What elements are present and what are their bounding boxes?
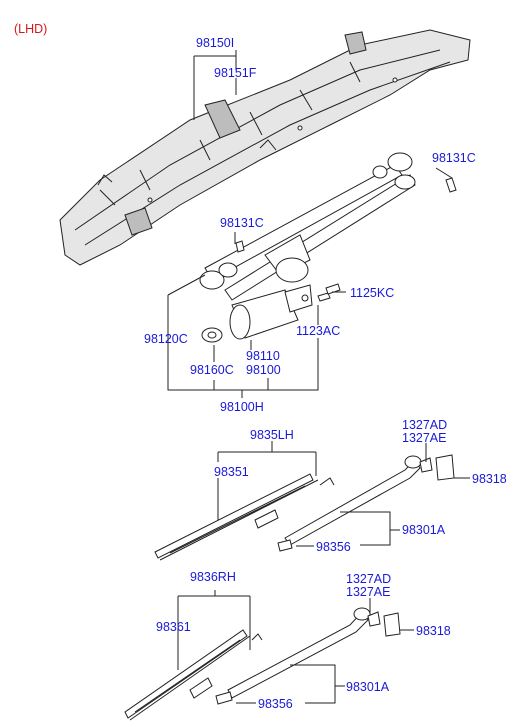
leader-lines-top: [167, 50, 453, 398]
part-label-98356-right: 98356: [258, 697, 293, 711]
part-label-98100h: 98100H: [220, 400, 264, 414]
part-label-9836rh: 9836RH: [190, 570, 236, 584]
part-label-98110: 98110: [246, 349, 280, 363]
part-label-98131c-right: 98131C: [432, 151, 476, 165]
part-label-1123ac: 1123AC: [296, 324, 341, 338]
cowl-cover-panel: [59, 29, 471, 266]
part-label-98120c: 98120C: [144, 332, 188, 346]
part-label-98318-left: 98318: [472, 472, 507, 486]
part-label-98318-right: 98318: [416, 624, 451, 638]
part-label-1125kc: 1125KC: [350, 286, 395, 300]
arm-98301a-left: [277, 454, 455, 552]
leader-lines-left: [217, 441, 470, 547]
part-label-1327ad-left: 1327AD: [402, 418, 448, 432]
part-label-9835lh: 9835LH: [250, 428, 294, 442]
wiper-linkage: [199, 152, 416, 301]
part-label-98361: 98361: [156, 620, 191, 634]
part-label-98150i: 98150I: [196, 36, 235, 50]
part-label-98160c: 98160C: [190, 363, 234, 377]
blade-9835lh: [154, 473, 335, 561]
grommet-98160c: [201, 327, 223, 343]
part-label-98301a-left: 98301A: [402, 523, 446, 537]
part-label-1327ae-right: 1327AE: [346, 585, 391, 599]
arm-98301a-right: [215, 607, 401, 705]
wiper-motor: [229, 257, 313, 340]
motor-bolts: [235, 177, 457, 302]
blade-9836rh: [124, 629, 263, 721]
part-label-1327ad-right: 1327AD: [346, 572, 392, 586]
part-label-98301a-right: 98301A: [346, 680, 390, 694]
part-label-98151f: 98151F: [214, 66, 257, 80]
part-label-98356-left: 98356: [316, 540, 351, 554]
leader-lines-right: [177, 590, 414, 704]
part-label-1327ae-left: 1327AE: [402, 431, 447, 445]
part-label-98100: 98100: [246, 363, 281, 377]
part-label-98351: 98351: [214, 465, 249, 479]
variant-label: (LHD): [14, 22, 48, 36]
part-label-98131c-center: 98131C: [220, 216, 264, 230]
